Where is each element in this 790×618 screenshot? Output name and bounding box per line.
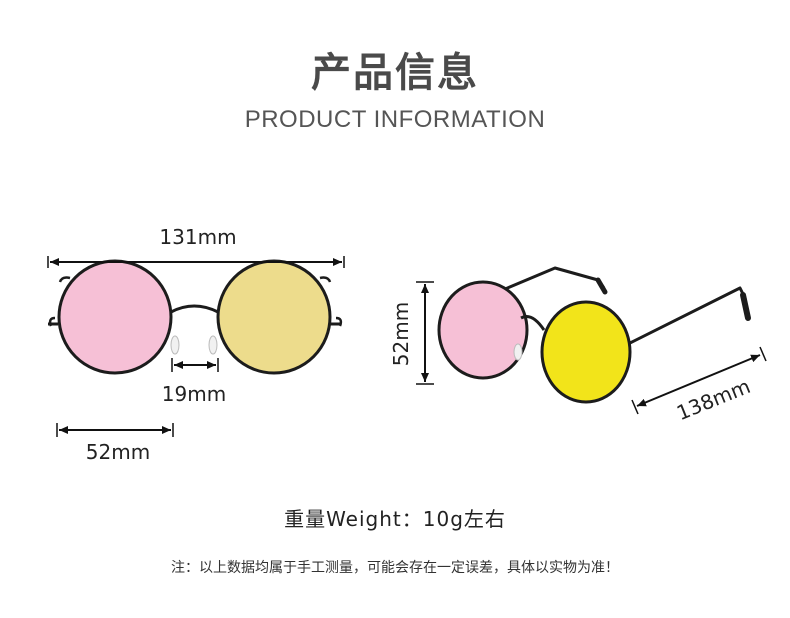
dim-lens-width: 52mm (86, 440, 150, 464)
section-subtitle: PRODUCT INFORMATION (244, 106, 546, 133)
dim-lens-height: 52mm (389, 302, 413, 366)
measurement-note: 注：以上数据均属于手工测量，可能会存在一定误差，具体以实物为准！ (171, 560, 619, 576)
left-lens (57, 259, 173, 375)
dim-bridge: 19mm (162, 382, 226, 406)
weight-label: 重量Weight：10g左右 (284, 507, 506, 531)
angled-view-glasses (437, 266, 751, 404)
right-lens (216, 259, 332, 375)
section-title: 产品信息 (311, 50, 479, 96)
dim-temple-length: 138mm (673, 374, 754, 425)
front-view-glasses (48, 259, 343, 375)
angled-right-lens (540, 300, 632, 404)
dim-total-width: 131mm (159, 225, 236, 249)
angled-left-lens (437, 280, 529, 380)
